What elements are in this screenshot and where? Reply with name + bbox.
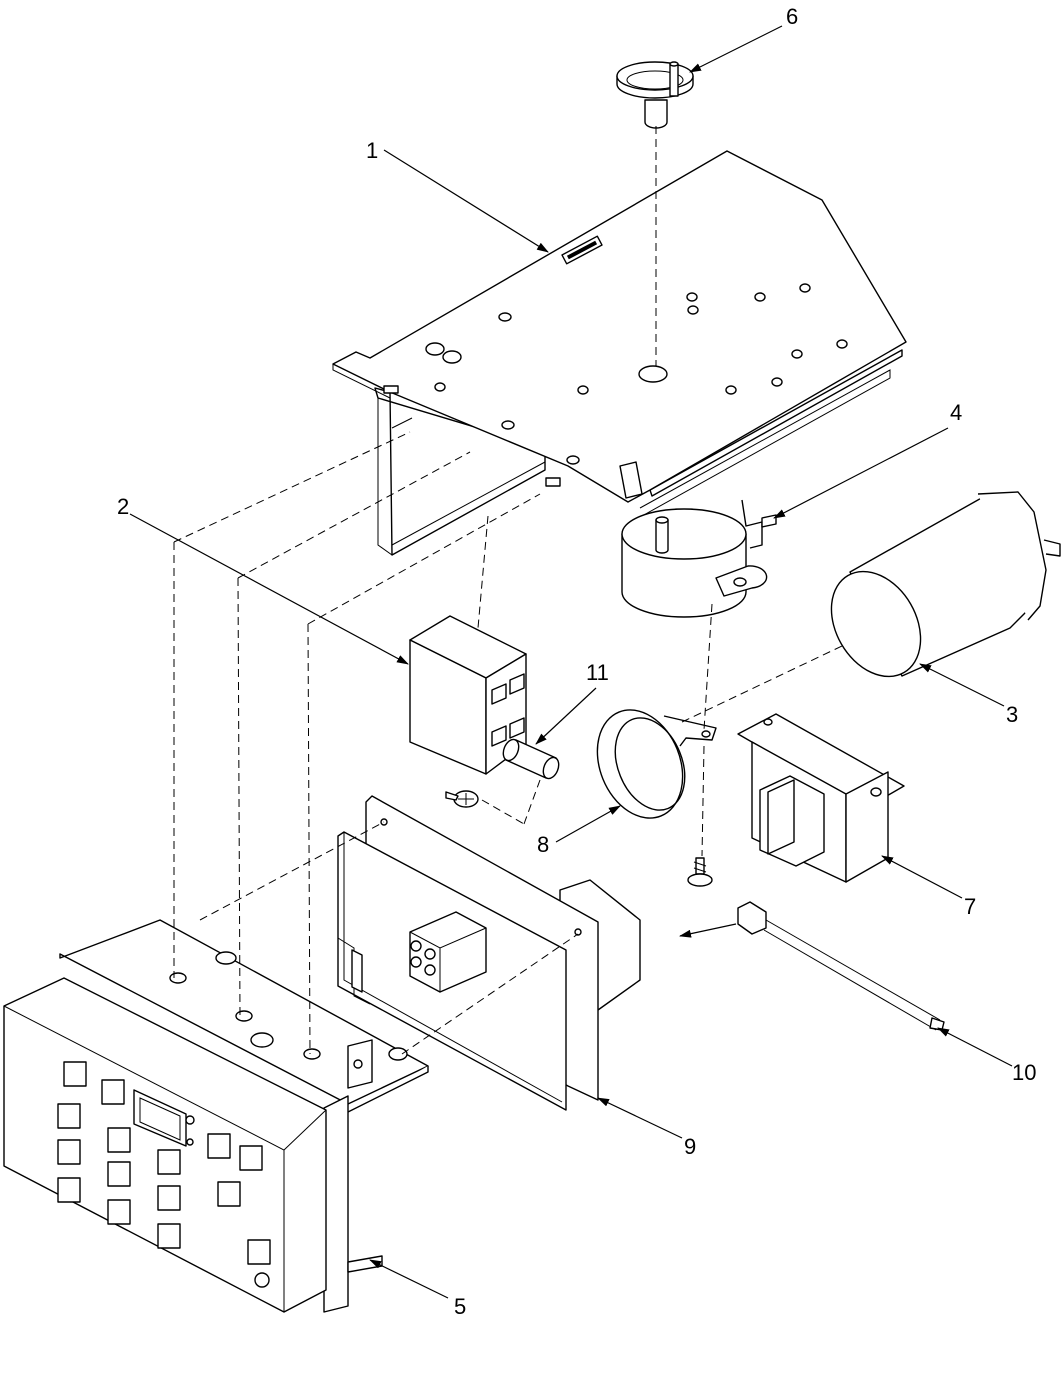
callout-2: 2	[117, 494, 129, 519]
callout-4: 4	[950, 400, 962, 425]
callout-leaders	[129, 25, 1013, 1299]
screw-fastener-left	[445, 790, 479, 808]
assembly-dashlines	[173, 431, 843, 1055]
callout-3: 3	[1006, 702, 1018, 727]
callout-1: 1	[366, 138, 378, 163]
screw-fastener-right	[687, 857, 713, 887]
part-9-circuit-board	[337, 795, 641, 1111]
callout-5: 5	[454, 1294, 466, 1319]
callout-11: 11	[586, 660, 609, 685]
callout-8: 8	[537, 832, 549, 857]
part-3-capacitor	[830, 491, 1061, 678]
keypad-buttons	[57, 1061, 271, 1265]
callout-10: 10	[1012, 1060, 1036, 1085]
callout-7: 7	[964, 894, 976, 919]
part-7-transformer	[737, 713, 905, 883]
part-6-knob	[616, 61, 694, 129]
callout-labels: 1 2 3 4 5 6 7 8 9 10 11	[117, 4, 1036, 1319]
callout-6: 6	[786, 4, 798, 29]
part-8-strap-clamp	[596, 709, 717, 819]
part-10-wire-harness	[737, 901, 945, 1031]
part-11-fuse	[502, 738, 560, 780]
callout-9: 9	[684, 1134, 696, 1159]
part-4-timer-motor	[621, 499, 777, 618]
part-1-mounting-bracket	[332, 150, 907, 556]
